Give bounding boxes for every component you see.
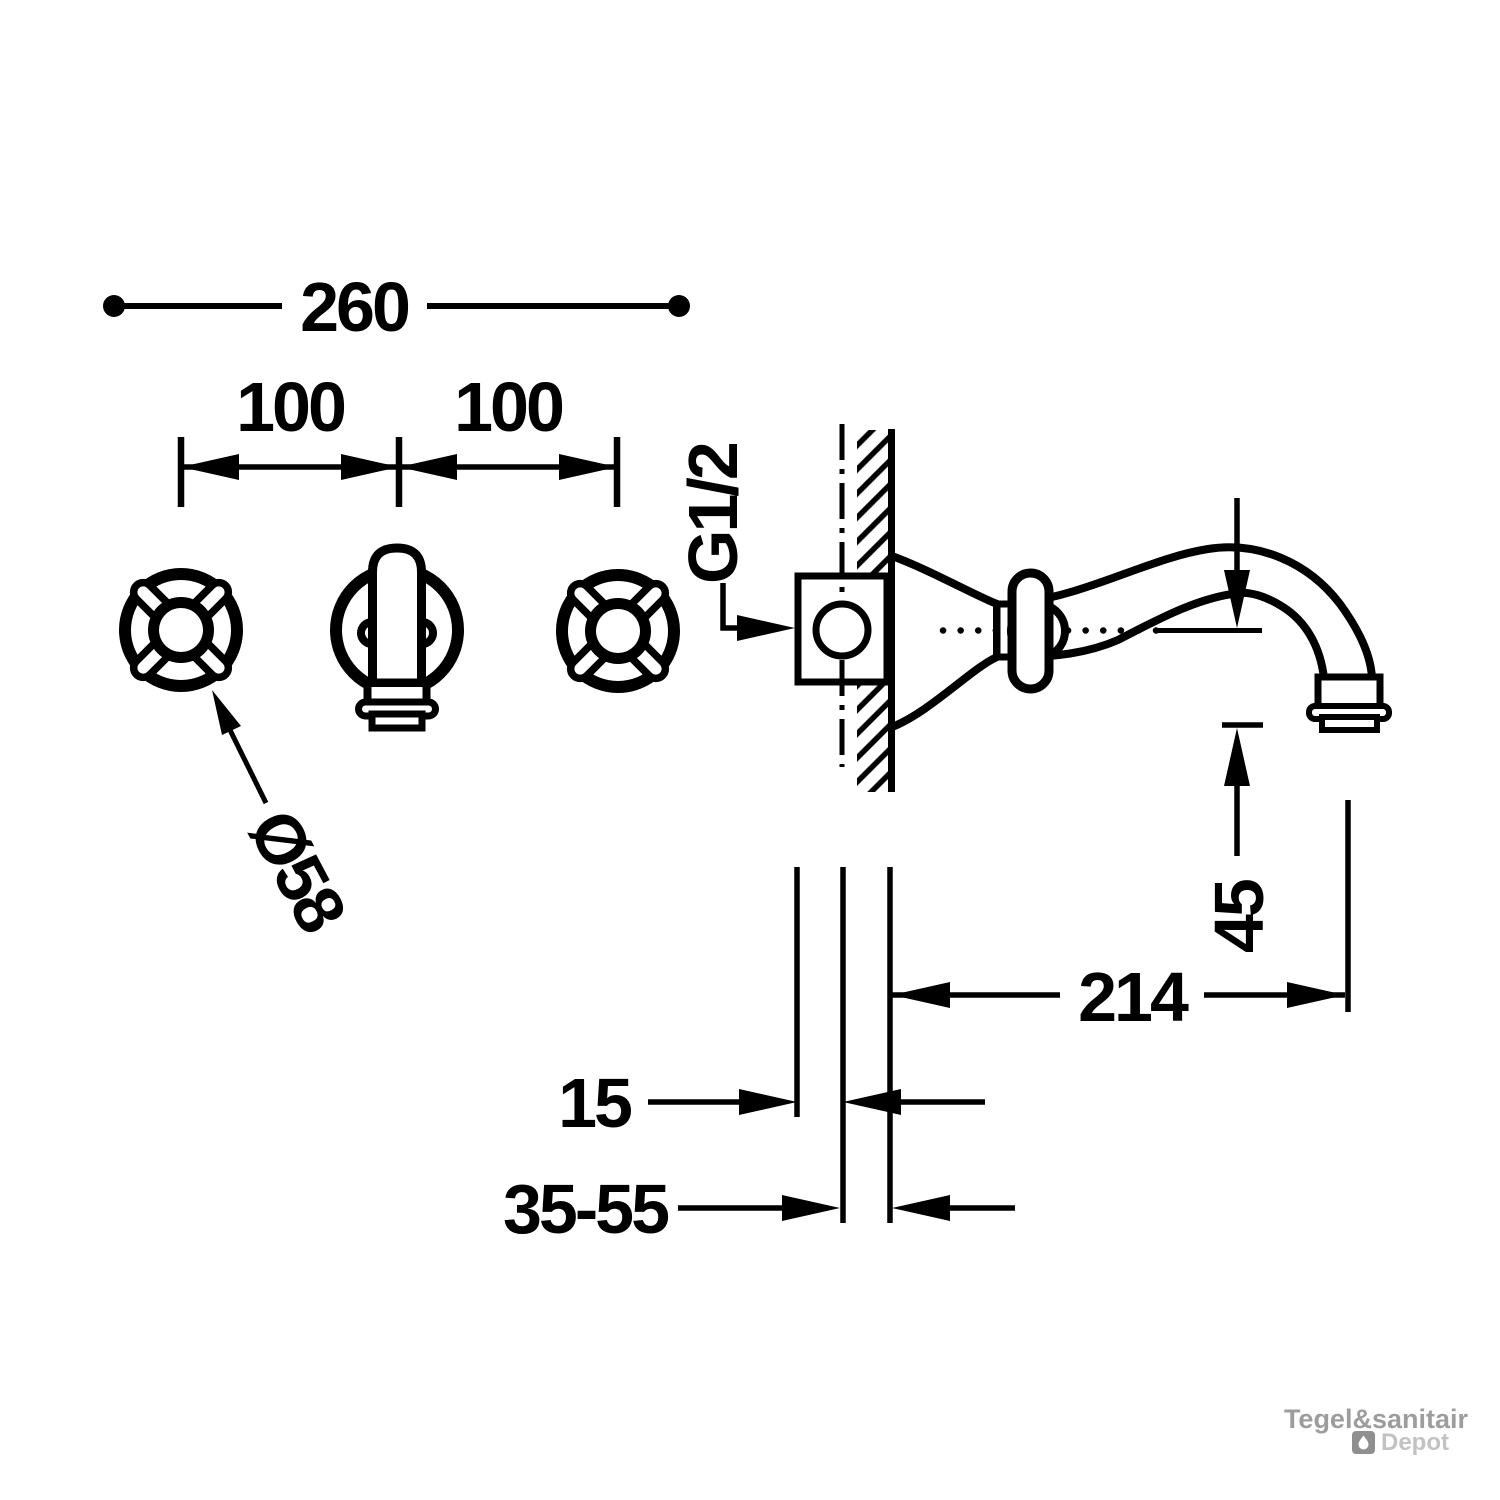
dim-reach: 214 — [892, 958, 1345, 1036]
dim-depth-range: 35-55 — [503, 1170, 1015, 1248]
droplet-glyph — [1358, 1435, 1369, 1450]
watermark-line2: Depot — [1381, 1429, 1449, 1456]
dim-connection: G1/2 — [674, 443, 795, 641]
dim-handle-spacing: 100 100 — [177, 368, 621, 507]
leader-arrowhead — [737, 615, 795, 641]
dim-drop: 45 — [1200, 498, 1278, 953]
dim-wall-clearance: 15 — [558, 1064, 985, 1142]
spout-side-view — [1016, 543, 1377, 682]
leader-arrowhead — [212, 690, 241, 735]
dim-spacing-right-label: 100 — [454, 368, 563, 446]
dim-connection-label: G1/2 — [674, 443, 752, 584]
spout-front-view — [330, 543, 464, 732]
dim-depth-range-label: 35-55 — [503, 1170, 668, 1248]
side-view — [794, 424, 1392, 792]
dim-spacing-left-label: 100 — [236, 368, 345, 446]
dim-end-dot — [668, 295, 690, 317]
extension-lines — [794, 800, 1351, 1223]
dim-overall-width: 260 — [103, 268, 690, 346]
front-view — [125, 543, 674, 732]
spout-tube-front — [368, 543, 426, 688]
dim-end-dot — [103, 295, 125, 317]
watermark-line1: Tegel&sanitair — [1284, 1404, 1469, 1434]
watermark-logo: Tegel&sanitair Depot — [1284, 1404, 1469, 1456]
valve-inlet-circle — [812, 600, 872, 660]
dim-drop-label: 45 — [1200, 880, 1278, 953]
spout-outlet — [1306, 673, 1392, 733]
spout-tip — [368, 710, 426, 732]
dim-reach-label: 214 — [1078, 958, 1189, 1036]
dim-total-width-label: 260 — [300, 268, 409, 346]
side-cross-handle — [1007, 568, 1054, 694]
dim-wall-clearance-label: 15 — [558, 1064, 631, 1142]
